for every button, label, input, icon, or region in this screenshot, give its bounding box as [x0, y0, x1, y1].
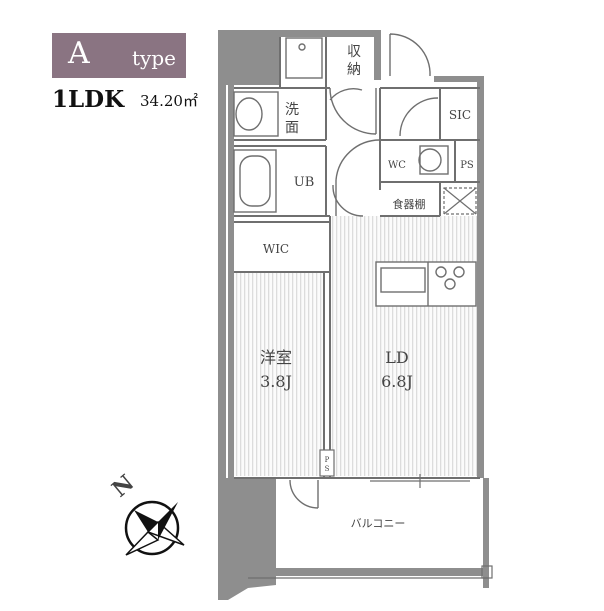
pantry-label: 食器棚 [393, 197, 426, 211]
layout-label: 1LDK [52, 86, 125, 113]
ps-lower-label-2: S [325, 465, 330, 473]
wic-label: WIC [263, 242, 289, 256]
type-letter: A [68, 36, 90, 71]
area-label: 34.20㎡ [140, 92, 198, 110]
compass-ring [124, 500, 180, 556]
balcony-railing [248, 474, 493, 579]
ld-floor [330, 216, 477, 476]
north-compass: N [107, 470, 185, 556]
washroom-label: 洗 [285, 102, 299, 118]
ld-name: LD [385, 348, 408, 367]
western-room-name: 洋室 [260, 348, 292, 367]
ps-lower-box [319, 449, 335, 477]
compass-needle-west [125, 530, 160, 556]
ps-upper-label: PS [460, 160, 474, 171]
toilet-fixture [418, 145, 449, 175]
ps-shaft-crossed [443, 187, 477, 215]
compass-needle-north [134, 510, 158, 532]
storage-label-2: 納 [347, 62, 361, 78]
washer-space [285, 37, 323, 79]
wc-label: WC [388, 160, 406, 171]
ps-lower-label: P [325, 456, 330, 464]
kitchen-counter [375, 261, 477, 307]
washbasin-fixture [233, 91, 279, 137]
compass-north-label: N [107, 470, 139, 503]
type-badge: A type [52, 33, 186, 78]
doors [289, 33, 439, 509]
compass-needle-east [158, 502, 178, 540]
balcony-label: バルコニー [351, 517, 406, 530]
ld-size: 6.8J [381, 372, 413, 391]
sic-label: SIC [449, 108, 471, 122]
ub-label: UB [294, 175, 315, 190]
bathtub-fixture [233, 149, 277, 213]
western-room-size: 3.8J [260, 372, 292, 391]
compass-needle-south [146, 520, 185, 546]
walls [218, 30, 489, 600]
washroom-label-2: 面 [285, 120, 299, 136]
western-room-floor [234, 272, 324, 476]
storage-label: 収 [347, 44, 361, 60]
partitions [234, 37, 480, 479]
type-word: type [132, 46, 176, 70]
